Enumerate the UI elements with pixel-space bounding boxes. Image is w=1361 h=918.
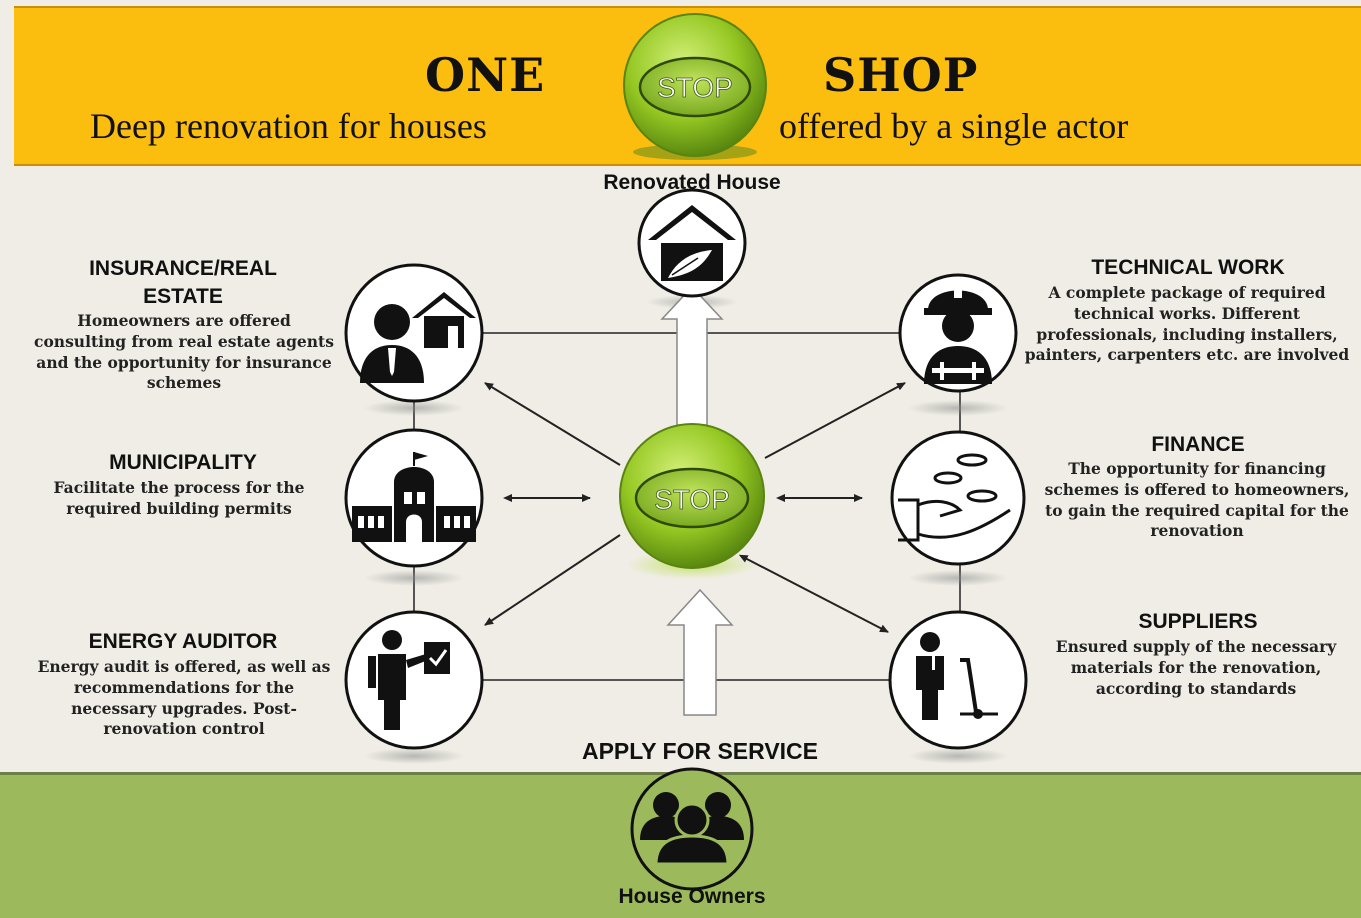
center-stop-text: STOP — [654, 484, 730, 515]
insurance-heading: INSURANCE/REAL ESTATE — [89, 257, 277, 308]
up-arrow-from-owners — [666, 588, 734, 716]
people-group-icon — [630, 767, 754, 891]
worker-hardhat-icon — [898, 273, 1018, 393]
up-arrow-to-house — [660, 285, 724, 434]
auditor-clipboard-icon — [344, 610, 484, 750]
energy-auditor-heading: ENERGY AUDITOR — [88, 630, 278, 653]
renovated-house-label: Renovated House — [603, 171, 781, 194]
finance-heading: FINANCE — [1151, 433, 1245, 456]
hub-arrows — [484, 382, 906, 633]
subtitle-left: Deep renovation for houses — [90, 106, 487, 146]
municipality-heading: MUNICIPALITY — [109, 451, 257, 474]
agent-house-icon — [344, 263, 484, 403]
title-one: ONE — [425, 48, 546, 102]
town-hall-icon — [344, 428, 484, 568]
house-leaf-icon — [637, 188, 747, 298]
header-stop-text: STOP — [657, 72, 733, 103]
insurance-description: Homeowners are offered consulting from r… — [34, 311, 334, 393]
finance-description: The opportunity for financing schemes is… — [1044, 459, 1350, 541]
title-shop: SHOP — [823, 48, 979, 102]
technical-work-heading: TECHNICAL WORK — [1091, 256, 1285, 279]
center-stop-hub: STOP — [619, 423, 765, 569]
subtitle-right: offered by a single actor — [779, 106, 1129, 146]
suppliers-heading: SUPPLIERS — [1138, 610, 1258, 633]
apply-for-service-label: APPLY FOR SERVICE — [581, 738, 819, 764]
hand-coins-icon — [890, 430, 1026, 566]
header-stop-button: STOP — [623, 13, 767, 160]
energy-auditor-description: Energy audit is offered, as well as reco… — [37, 657, 331, 739]
house-owners-label: House Owners — [618, 885, 766, 908]
supplier-cart-icon — [888, 610, 1028, 750]
technical-work-description: A complete package of required technical… — [1024, 283, 1350, 365]
municipality-description: Facilitate the process for the required … — [53, 478, 305, 518]
suppliers-description: Ensured supply of the necessary material… — [1055, 637, 1337, 698]
